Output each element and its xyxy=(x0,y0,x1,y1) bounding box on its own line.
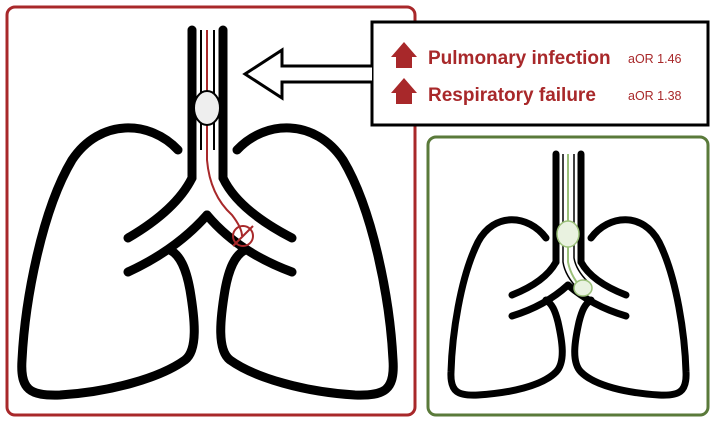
left-tube-tip-cuff xyxy=(232,225,254,247)
left-tube-cuff xyxy=(193,90,221,126)
outcome-label: Pulmonary infection xyxy=(428,48,611,69)
right-tube-cuff xyxy=(556,220,580,248)
left-lung-viewer-right xyxy=(216,123,398,400)
aor-value: aOR 1.38 xyxy=(628,89,682,103)
left-panel-frame xyxy=(5,5,417,417)
left-main-bronchus-inner xyxy=(123,210,212,277)
right-endotracheal-tube xyxy=(556,154,593,297)
risk-callout-frame xyxy=(370,20,710,127)
up-arrow-icon xyxy=(391,78,417,104)
right-bronchus-c xyxy=(577,258,630,299)
risk-callout: Pulmonary infection aOR 1.46 Respiratory… xyxy=(242,20,710,127)
right-lungs xyxy=(447,150,690,399)
left-tube-tip-slash xyxy=(232,225,254,247)
right-bronchus-a xyxy=(508,258,560,299)
outcome-label: Respiratory failure xyxy=(428,85,596,106)
right-tube-tip-cuff xyxy=(573,279,593,297)
aor-value: aOR 1.46 xyxy=(628,52,682,66)
up-arrow-icon xyxy=(391,42,417,68)
right-lung-viewer-left xyxy=(447,216,566,399)
right-bronchus-b xyxy=(508,281,572,320)
pointer-arrow-icon xyxy=(242,47,372,101)
right-panel-frame xyxy=(426,135,710,417)
left-tube-red-line xyxy=(206,30,243,237)
right-tube-right xyxy=(573,154,589,283)
left-lung-viewer-left xyxy=(17,123,199,400)
left-main-bronchus-patient-left xyxy=(218,173,297,243)
left-main-bronchus-patient-right xyxy=(123,173,197,243)
right-bronchus-d xyxy=(564,281,630,320)
left-lungs xyxy=(17,25,398,400)
right-lung-viewer-right xyxy=(571,216,690,399)
left-endotracheal-tube xyxy=(193,30,254,247)
